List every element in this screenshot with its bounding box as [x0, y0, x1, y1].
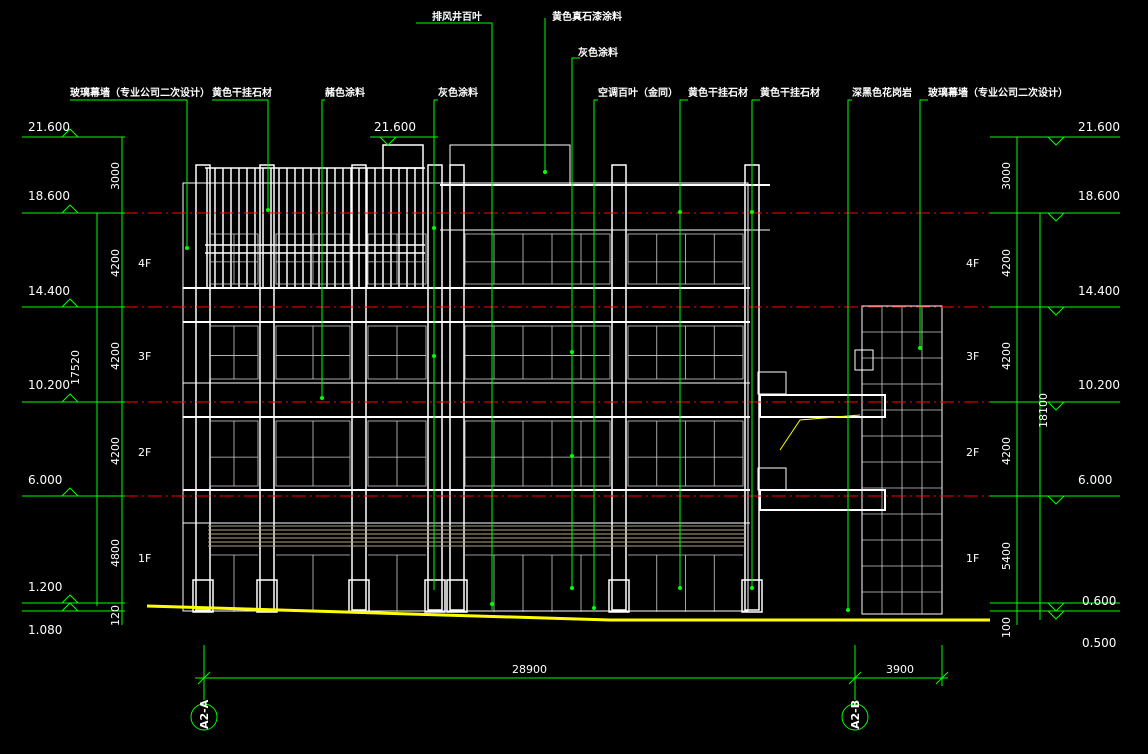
elev-right-18600: 18.600	[1078, 189, 1120, 203]
column-base	[256, 579, 278, 613]
elev-right-600: 0.600	[1082, 594, 1116, 608]
axis-bubble-a	[190, 703, 218, 731]
note-yellow-dry-stone-3: 黄色干挂石材	[760, 86, 820, 99]
window-frame	[464, 325, 611, 380]
right-dimension-texts: 3000 4200 4200 4200 5400 100 18100	[1000, 162, 1050, 638]
dim-bottom-28900: 28900	[512, 663, 547, 676]
left-dimension-texts: 3000 4200 4200 4200 4800 120 17520	[69, 162, 122, 626]
elevation-triangle-right	[1047, 136, 1065, 146]
dim-right-4200-b: 4200	[1000, 342, 1013, 370]
note-ac-louver: 空调百叶（金同）	[598, 86, 678, 99]
note-exhaust-louver: 排风井百叶	[432, 10, 482, 23]
floor-label-3f-left: 3F	[138, 350, 151, 363]
floor-label-2f-left: 2F	[138, 446, 151, 459]
column-base	[424, 579, 446, 613]
axis-label-a: A2-A	[198, 699, 211, 729]
dim-bottom-3900: 3900	[886, 663, 914, 676]
dim-left-4200-c: 4200	[109, 437, 122, 465]
elevation-triangle-right	[1047, 495, 1065, 505]
elev-left-10200: 10.200	[28, 378, 70, 392]
floor-label-2f-right: 2F	[966, 446, 979, 459]
elev-left-14400: 14.400	[28, 284, 70, 298]
note-brown-paint: 赭色涂料	[325, 86, 365, 99]
floor-label-1f-left: 1F	[138, 552, 151, 565]
dim-right-4200-a: 4200	[1000, 249, 1013, 277]
column	[195, 164, 211, 611]
elev-right-6000: 6.000	[1078, 473, 1112, 487]
elevation-triangle-left	[61, 204, 79, 214]
elevation-triangle-right	[1047, 602, 1065, 612]
elevation-triangle-left	[61, 128, 79, 138]
material-leaders	[70, 18, 928, 612]
window-frame	[464, 233, 611, 285]
elev-roof-21600: 21.600	[374, 120, 416, 134]
elev-right-21600: 21.600	[1078, 120, 1120, 134]
floor-label-4f-left: 4F	[138, 257, 151, 270]
leader-dots	[185, 170, 922, 612]
elevation-triangle-right	[1047, 306, 1065, 316]
note-gray-paint-2: 灰色涂料	[438, 86, 478, 99]
bottom-dimension-lines	[190, 645, 949, 731]
floor-label-3f-right: 3F	[966, 350, 979, 363]
dim-left-120: 120	[109, 605, 122, 626]
elevation-triangle-left	[61, 602, 79, 612]
elev-left-1080: 1.080	[28, 623, 62, 637]
elev-right-500: 0.500	[1082, 636, 1116, 650]
dim-left-4200-a: 4200	[109, 249, 122, 277]
note-glass-curtain-left: 玻璃幕墙（专业公司二次设计）	[70, 86, 210, 99]
column-base	[192, 579, 214, 613]
elev-right-14400: 14.400	[1078, 284, 1120, 298]
note-gray-paint: 灰色涂料	[578, 46, 618, 59]
elevation-triangle-left	[61, 393, 79, 403]
elevation-triangle-right	[1047, 401, 1065, 411]
floor-level-lines	[100, 212, 1010, 497]
note-yellow-dry-stone-1: 黄色干挂石材	[212, 86, 272, 99]
column	[449, 164, 465, 611]
roof-level-mark	[370, 136, 438, 146]
note-glass-curtain-right: 玻璃幕墙（专业公司二次设计）	[928, 86, 1068, 99]
dim-left-total: 17520	[69, 350, 82, 385]
left-elevation-marks	[22, 128, 125, 625]
elev-right-10200: 10.200	[1078, 378, 1120, 392]
dim-right-100: 100	[1000, 617, 1013, 638]
column	[427, 164, 443, 611]
elev-left-6000: 6.000	[28, 473, 62, 487]
elev-left-21600: 21.600	[28, 120, 70, 134]
elev-left-1200: 1.200	[28, 580, 62, 594]
dim-left-4800: 4800	[109, 539, 122, 567]
right-elevation-marks	[990, 136, 1120, 625]
elevation-triangle-right	[1047, 610, 1065, 620]
elevation-triangle-left	[61, 594, 79, 604]
dim-right-3000: 3000	[1000, 162, 1013, 190]
floor-label-1f-right: 1F	[966, 552, 979, 565]
column	[611, 164, 627, 611]
elevation-triangle-left	[61, 298, 79, 308]
column-base	[446, 579, 468, 613]
building-elevation	[182, 144, 943, 615]
column-base	[608, 579, 630, 613]
window-frame	[464, 420, 611, 487]
axis-label-b: A2-B	[849, 700, 862, 729]
dim-right-5400: 5400	[1000, 542, 1013, 570]
note-yellow-dry-stone-2: 黄色干挂石材	[688, 86, 748, 99]
louver-cap	[382, 144, 424, 169]
dim-left-4200-b: 4200	[109, 342, 122, 370]
note-yellow-stone-paint: 黄色真石漆涂料	[552, 10, 622, 23]
floor-label-4f-right: 4F	[966, 257, 979, 270]
note-dark-granite: 深黑色花岗岩	[852, 86, 912, 99]
axis-bubble-b	[841, 703, 869, 731]
column	[351, 164, 367, 611]
elev-left-18600: 18.600	[28, 189, 70, 203]
elevation-triangle-right	[1047, 212, 1065, 222]
column	[259, 164, 275, 611]
elevation-triangle-left	[61, 487, 79, 497]
dim-right-4200-c: 4200	[1000, 437, 1013, 465]
dim-left-3000: 3000	[109, 162, 122, 190]
dim-right-total: 18100	[1037, 393, 1050, 428]
ground-line	[146, 604, 990, 622]
